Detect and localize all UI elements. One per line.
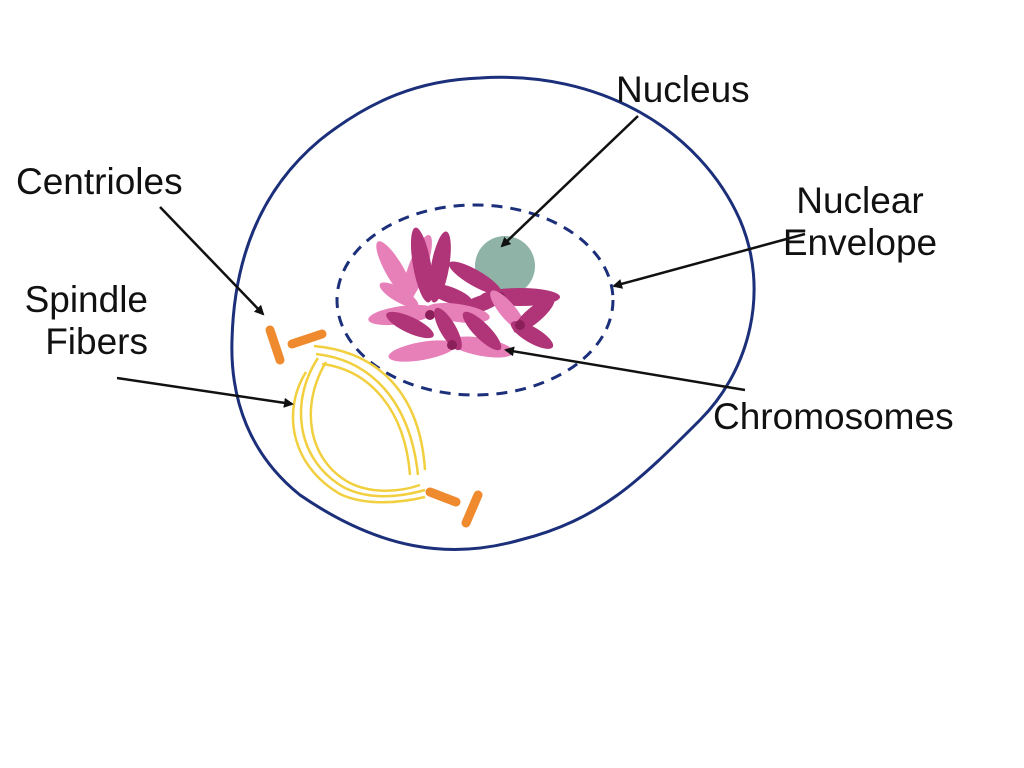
spindle-fibers-label-line1: Spindle: [24, 279, 148, 320]
chromosome: [410, 227, 473, 307]
chromosomes-cluster: [368, 227, 560, 362]
nuclear-envelope-label: Nuclear Envelope: [770, 180, 950, 264]
centrioles-label: Centrioles: [16, 161, 183, 202]
centriole-bottom: [425, 487, 483, 528]
nuclear-envelope-label-line2: Envelope: [782, 222, 938, 263]
centrioles-pointer-arrow: [159, 206, 265, 316]
nucleus-pointer-arrow: [500, 115, 639, 248]
centriole-top: [265, 325, 327, 365]
nucleus-label: Nucleus: [616, 69, 750, 110]
spindle-fibers: [291, 344, 427, 504]
chromosome: [388, 307, 514, 362]
spindle-fibers-pointer-arrow: [116, 376, 294, 408]
spindle-fibers-label-line2: Fibers: [45, 321, 148, 362]
chromosome: [490, 290, 555, 349]
nuclear-envelope-pointer-arrow: [612, 232, 806, 289]
chromosomes-label: Chromosomes: [713, 396, 954, 437]
chromosomes-pointer-arrow: [504, 346, 746, 392]
nuclear-envelope-label-line1: Nuclear: [796, 180, 924, 221]
spindle-fibers-label: Spindle Fibers: [0, 279, 148, 363]
nuclear-envelope: [335, 203, 615, 397]
cell-membrane: [230, 75, 756, 552]
